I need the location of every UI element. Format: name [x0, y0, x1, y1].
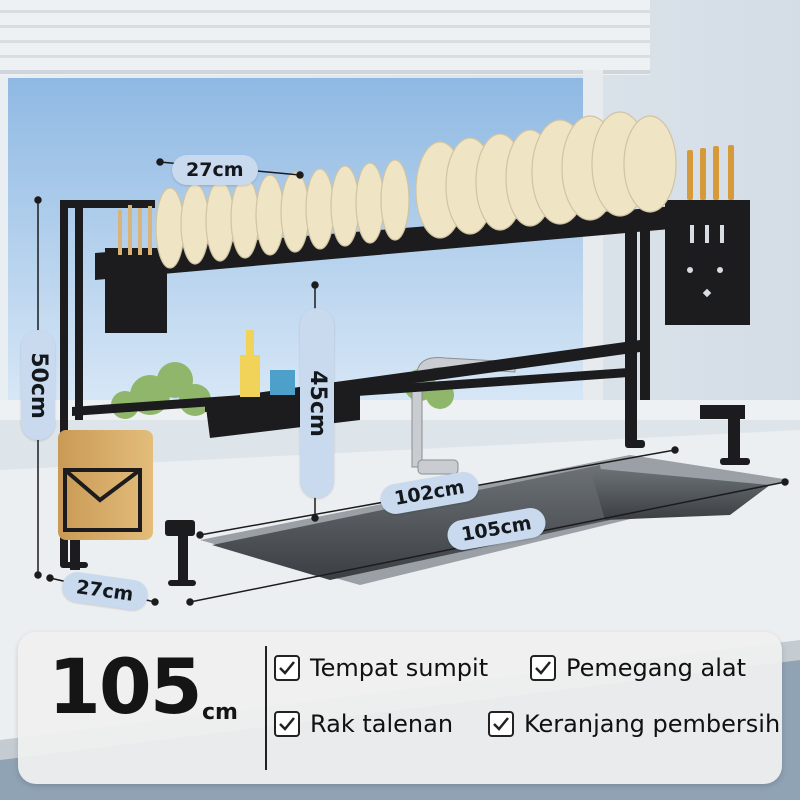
- cutting-board: [58, 430, 153, 540]
- clearance-height-label: 45cm: [300, 308, 334, 498]
- feature-label: Pemegang alat: [566, 654, 747, 682]
- shelf-width-label: 27cm: [172, 155, 258, 185]
- plates: [155, 111, 677, 269]
- feature-label: Tempat sumpit: [310, 654, 489, 682]
- feature-chopstick-holder: Tempat sumpit: [274, 654, 488, 682]
- feature-cleaning-basket: Keranjang pembersih: [488, 710, 780, 738]
- panel-divider: [265, 646, 267, 770]
- checkbox-icon: [530, 655, 556, 681]
- size-unit: cm: [202, 700, 238, 725]
- feature-utensil-holder: Pemegang alat: [530, 654, 746, 682]
- total-height-text: 50cm: [25, 351, 51, 419]
- knife-holder-slots: [687, 225, 724, 298]
- feature-label: Rak talenan: [310, 710, 454, 738]
- total-height-label: 50cm: [21, 330, 55, 440]
- window-blinds: [0, 0, 650, 75]
- cleaning-bottles: [240, 330, 295, 397]
- feature-cutting-board-rack: Rak talenan: [274, 710, 453, 738]
- feature-label: Keranjang pembersih: [524, 710, 781, 738]
- checkbox-icon: [274, 711, 300, 737]
- knives: [687, 145, 734, 200]
- info-panel: 105 cm Tempat sumpit Pemegang alat Rak t…: [18, 632, 782, 784]
- checkbox-icon: [274, 655, 300, 681]
- checkbox-icon: [488, 711, 514, 737]
- chopsticks: [118, 205, 152, 255]
- clearance-height-text: 45cm: [304, 369, 330, 437]
- size-value: 105: [48, 642, 203, 731]
